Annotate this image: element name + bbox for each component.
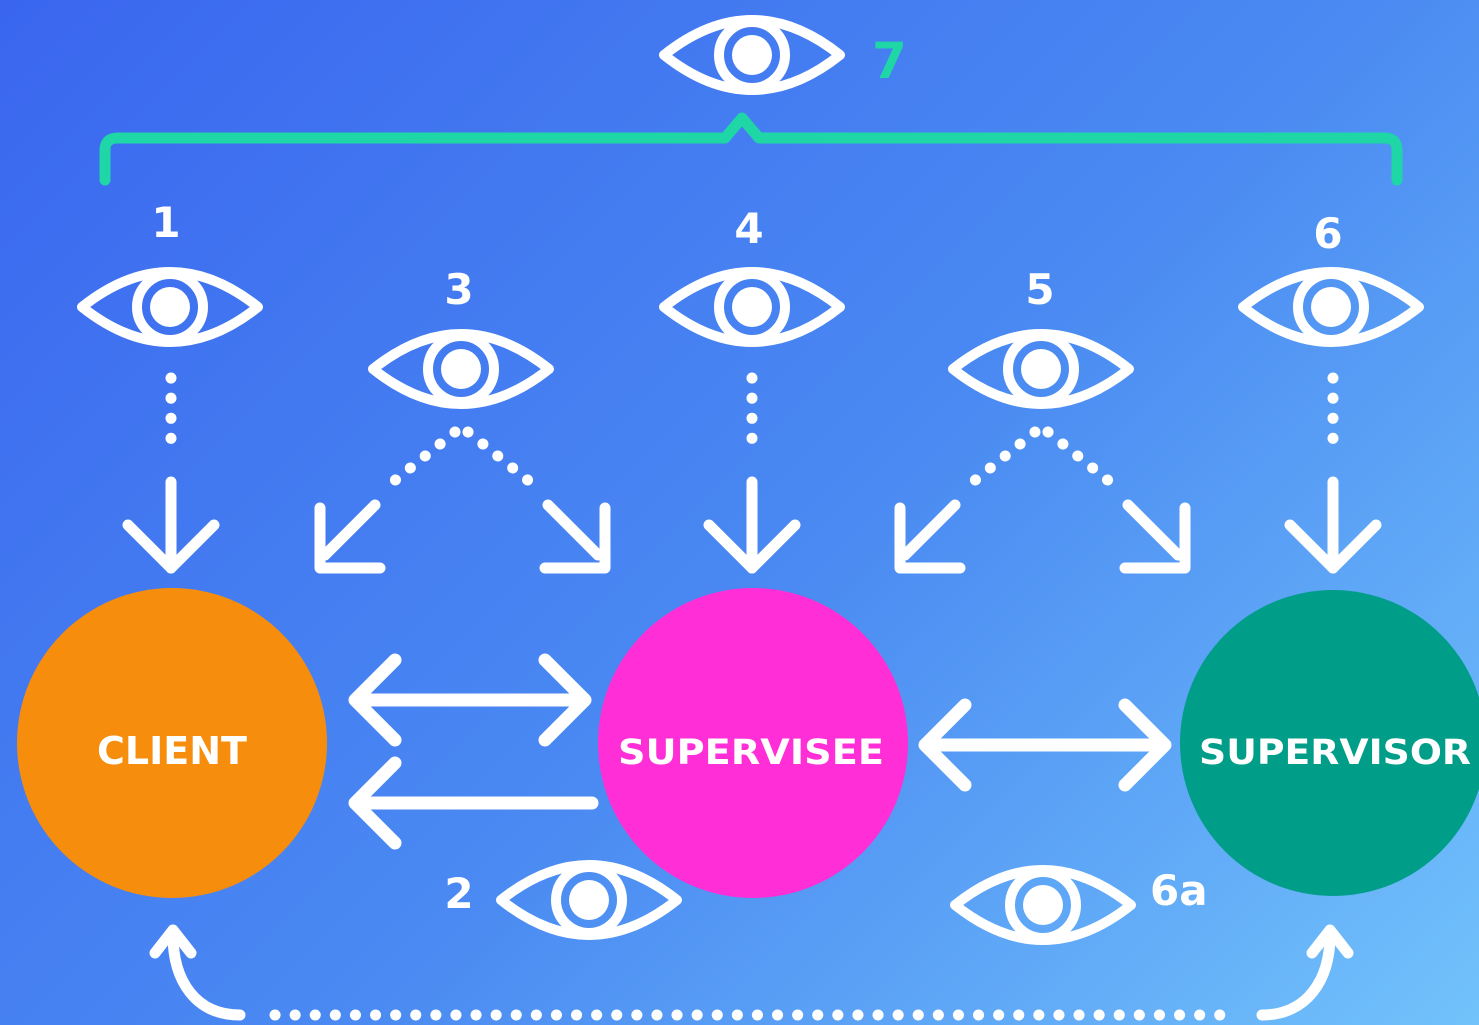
label-1: 1 (151, 198, 180, 247)
supervisee-node (598, 588, 908, 898)
label-6a: 6a (1150, 866, 1208, 915)
supervisee-supervisor-double-arrow (918, 698, 1172, 792)
label-5: 5 (1025, 265, 1054, 314)
observer-7-bracket (99, 112, 1403, 186)
eye-icon (373, 334, 549, 404)
label-3: 3 (444, 265, 473, 314)
label-7: 7 (872, 32, 907, 90)
observer-1-arrow (122, 372, 220, 574)
eye-icon (82, 272, 258, 342)
observer-4-arrow (703, 372, 801, 574)
client-node (17, 588, 327, 898)
observer-5-arrows (894, 426, 1191, 574)
eye-icon (955, 870, 1131, 940)
observer-6-arrow (1284, 372, 1382, 574)
label-6: 6 (1313, 209, 1342, 258)
label-4: 4 (734, 204, 763, 253)
eye-icon (501, 865, 677, 935)
eye-icon (1243, 272, 1419, 342)
eye-icon (664, 20, 840, 90)
supervisor-node (1180, 590, 1479, 896)
supervisee-label: SUPERVISEE (618, 733, 884, 773)
client-supervisor-dotted-link (149, 924, 1354, 1021)
supervisor-label: SUPERVISOR (1199, 733, 1471, 773)
supervisee-to-client-arrow (348, 756, 599, 850)
eye-icon (953, 334, 1129, 404)
client-supervisee-double-arrow (348, 653, 592, 747)
eye-icon (664, 272, 840, 342)
client-label: CLIENT (97, 729, 247, 773)
label-2: 2 (444, 869, 473, 918)
observer-3-arrows (314, 426, 611, 574)
